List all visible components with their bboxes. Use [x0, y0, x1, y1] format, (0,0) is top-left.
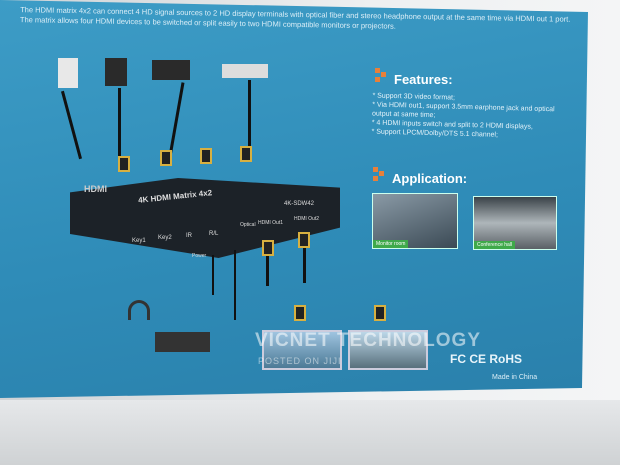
- source-device-console: [105, 58, 127, 86]
- device-code: 4K-SDW42: [284, 201, 315, 207]
- features-bullet-icon: [375, 68, 387, 82]
- source-device-pc: [58, 58, 78, 88]
- application-photo: Conference hall: [473, 196, 557, 250]
- photo-caption: Conference hall: [474, 241, 516, 249]
- device-label: IR: [186, 233, 192, 239]
- hdmi-plug: [240, 146, 252, 162]
- watermark: VICNET TECHNOLOGY: [255, 330, 482, 351]
- device-label: Key1: [132, 238, 146, 244]
- source-device-player: [222, 64, 268, 78]
- hdmi-plug: [298, 232, 310, 248]
- certification-logos: FC CE RoHS: [450, 352, 522, 366]
- application-photo: Monitor room: [372, 193, 458, 249]
- made-in-label: Made in China: [492, 374, 538, 381]
- display-monitor: [262, 330, 342, 370]
- hdmi-plug: [262, 240, 274, 256]
- table-surface: [0, 400, 620, 465]
- application-bullet-icon: [373, 167, 385, 181]
- hdmi-cable: [248, 80, 251, 155]
- hdmi-cable: [168, 82, 185, 157]
- audio-cable: [212, 255, 214, 295]
- hdmi-cable: [266, 256, 269, 286]
- application-title: Application:: [392, 171, 468, 186]
- device-label: HDMI Out2: [294, 216, 320, 222]
- features-title: Features:: [394, 72, 453, 87]
- device-brand: HDMI: [84, 184, 107, 194]
- device-label: Power: [192, 253, 207, 259]
- hdmi-plug: [118, 156, 130, 172]
- device-label: Key2: [158, 235, 172, 241]
- device-label: HDMI Out1: [258, 220, 284, 226]
- hdmi-plug: [200, 148, 212, 164]
- hdmi-cable: [118, 88, 121, 163]
- speaker-system: [155, 332, 210, 352]
- optical-cable: [234, 250, 236, 320]
- display-monitor: [348, 330, 428, 370]
- product-box: The HDMI matrix 4x2 can connect 4 HD sig…: [0, 0, 588, 398]
- features-list: * Support 3D video format; * Via HDMI ou…: [371, 91, 567, 141]
- device-label: Optical: [240, 222, 256, 228]
- hdmi-plug: [294, 305, 306, 321]
- watermark-sub: POSTED ON JIJI: [258, 356, 342, 366]
- photo-caption: Monitor room: [373, 240, 409, 248]
- hdmi-cable: [60, 90, 83, 160]
- hdmi-cable: [303, 248, 306, 283]
- source-device-settop: [152, 60, 190, 80]
- device-label: R/L: [209, 231, 219, 237]
- hdmi-plug: [374, 305, 386, 321]
- hdmi-plug: [160, 150, 172, 166]
- headphones-icon: [128, 300, 150, 320]
